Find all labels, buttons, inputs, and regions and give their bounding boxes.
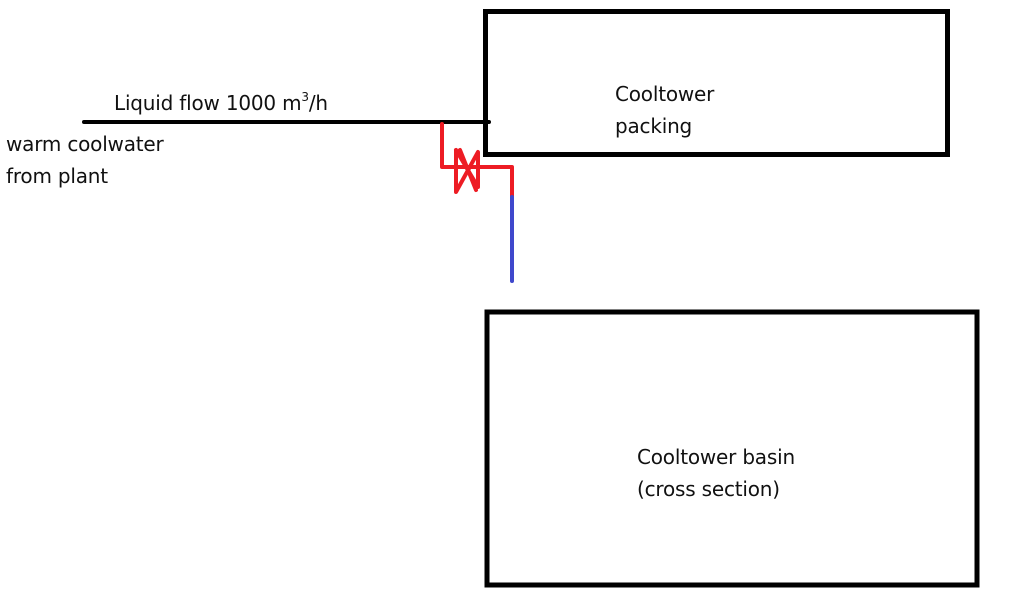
flow-rate-text: Liquid flow 1000 m xyxy=(114,91,302,115)
cooltower-basin-box xyxy=(484,309,980,588)
flow-rate-superscript: 3 xyxy=(301,90,309,104)
basin-label-line2: (cross section) xyxy=(637,477,780,501)
basin-label: Cooltower basin (cross section) xyxy=(637,441,795,505)
flow-rate-label: Liquid flow 1000 m3/h xyxy=(114,81,328,119)
source-label-line1: warm coolwater xyxy=(6,132,164,156)
source-label-line2: from plant xyxy=(6,164,108,188)
packing-label: Cooltower packing xyxy=(615,78,714,142)
cooltower-packing-box xyxy=(483,9,950,157)
packing-label-line1: Cooltower xyxy=(615,82,715,106)
basin-label-line1: Cooltower basin xyxy=(637,445,795,469)
source-label: warm coolwater from plant xyxy=(6,128,164,192)
flow-rate-unit: /h xyxy=(308,91,328,115)
butterfly-valve-icon xyxy=(454,148,480,194)
packing-label-line2: packing xyxy=(615,114,693,138)
